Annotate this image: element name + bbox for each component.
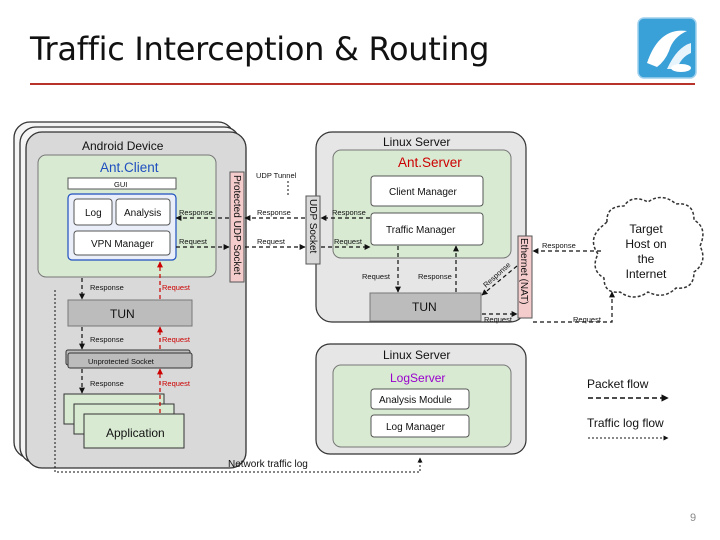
legend-packet-flow: Packet flow (587, 377, 649, 391)
linux-server-top-title: Linux Server (383, 135, 450, 149)
label-request-5: Request (484, 315, 513, 324)
unprotected-socket-label: Unprotected Socket (88, 357, 155, 366)
analysis-label: Analysis (124, 208, 161, 219)
gui-box (67, 177, 177, 190)
vpn-manager-box (73, 230, 171, 256)
packet-flow-arrows (79, 215, 615, 413)
label-request-3: Request (334, 237, 363, 246)
label-response-2: Response (257, 208, 291, 217)
label-request-4: Request (362, 272, 391, 281)
tun-device-box (67, 299, 193, 327)
analysis-box (115, 198, 171, 226)
page-number: 9 (690, 512, 697, 524)
logo-icon (637, 17, 697, 79)
log-manager-box (370, 414, 470, 438)
network-traffic-log-path (54, 290, 423, 473)
target-host-line3: the (638, 252, 655, 266)
label-response-8: Response (90, 335, 124, 344)
target-host-cloud (592, 196, 704, 298)
application-label: Application (106, 426, 165, 440)
traffic-manager-label: Traffic Manager (386, 225, 456, 236)
tun-device-label: TUN (110, 307, 135, 321)
protected-udp-socket-label: Protected UDP Socket (231, 175, 242, 275)
target-host-line2: Host on (625, 237, 666, 251)
linux-server-bottom-title: Linux Server (383, 348, 450, 362)
udp-socket-label: UDP Socket (307, 199, 318, 254)
unprotected-socket-box (67, 352, 193, 369)
network-traffic-log-label: Network traffic log (228, 459, 308, 470)
label-response-9: Response (90, 379, 124, 388)
analysis-module-box (370, 388, 470, 410)
label-response-3: Response (332, 208, 366, 217)
label-response-7: Response (90, 283, 124, 292)
tun-server-box (369, 292, 482, 322)
label-request-9: Request (162, 379, 191, 388)
client-manager-box (370, 175, 484, 207)
log-manager-label: Log Manager (386, 422, 446, 433)
log-box (73, 198, 113, 226)
label-request-1: Request (179, 237, 208, 246)
vpn-manager-label: VPN Manager (91, 239, 154, 250)
gui-label: GUI (114, 180, 127, 189)
udp-tunnel-label: UDP Tunnel (256, 171, 297, 180)
ethernet-nat-box (517, 235, 533, 319)
analysis-module-label: Analysis Module (379, 395, 452, 406)
target-host-line4: Internet (626, 267, 667, 281)
title-divider (30, 83, 695, 85)
client-manager-label: Client Manager (389, 187, 457, 198)
label-response-6: Response (542, 241, 576, 250)
udp-socket-box (305, 195, 321, 265)
log-label: Log (85, 208, 102, 219)
tun-server-label: TUN (412, 300, 437, 314)
android-device-title: Android Device (82, 139, 164, 153)
legend-traffic-log-flow: Traffic log flow (587, 416, 664, 430)
label-response-4: Response (418, 272, 452, 281)
antserver-title: Ant.Server (398, 155, 462, 170)
protected-udp-socket-box (229, 171, 245, 283)
logserver-title: LogServer (390, 371, 445, 385)
traffic-manager-box (370, 212, 484, 246)
label-request-7: Request (162, 283, 191, 292)
label-request-6: Request (573, 315, 602, 324)
slide-title: Traffic Interception & Routing (30, 30, 490, 68)
antclient-title-text: Ant.Client (100, 160, 159, 175)
label-request-2: Request (257, 237, 286, 246)
application-box (83, 413, 185, 449)
label-request-8: Request (162, 335, 191, 344)
target-host-line1: Target (629, 222, 663, 236)
ethernet-nat-label: Ethernet (NAT) (518, 238, 529, 305)
label-response-1: Response (179, 208, 213, 217)
